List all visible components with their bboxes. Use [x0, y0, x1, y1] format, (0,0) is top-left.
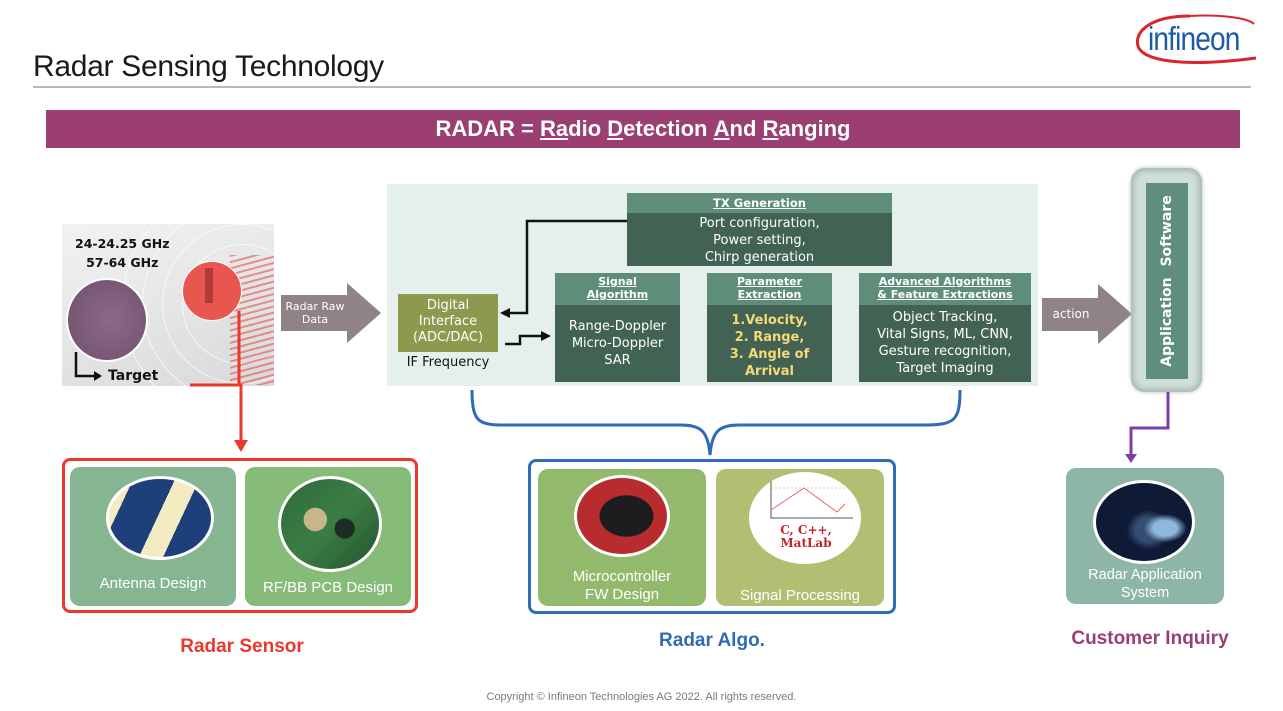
banner-text: dio	[568, 116, 608, 141]
title-divider	[33, 86, 1251, 88]
customer-inquiry-title: Customer Inquiry	[1071, 628, 1229, 649]
banner-prefix: RADAR =	[435, 116, 541, 141]
infineon-logo: infineon	[1130, 10, 1260, 70]
frequency-band: 24-24.25 GHz	[75, 236, 170, 251]
banner-underlined: D	[607, 116, 624, 141]
gesture-hand-image	[1093, 480, 1195, 564]
frequency-band: 57-64 GHz	[86, 255, 159, 270]
parameter-extraction-body: 1.Velocity, 2. Range, 3. Angle of Arriva…	[729, 313, 810, 379]
banner-text: nd	[729, 116, 763, 141]
arrow-head-icon	[234, 440, 248, 452]
tx-generation-body: Port configuration, Power setting, Chirp…	[699, 216, 820, 265]
signal-algorithm-box: Signal Algorithm Range-Doppler Micro-Dop…	[555, 273, 680, 382]
tx-generation-box: TX Generation Port configuration, Power …	[627, 193, 892, 266]
antenna-board-image	[106, 476, 214, 560]
application-software-box: Application Software	[1146, 183, 1188, 379]
if-frequency-label: IF Frequency	[406, 355, 490, 370]
frequency-bands: 24-24.25 GHz 57-64 GHz	[75, 234, 169, 272]
target-label: Target	[108, 368, 159, 384]
page-title: Radar Sensing Technology	[33, 50, 384, 83]
sensor-chip-icon	[205, 268, 213, 303]
advanced-algorithms-box: Advanced Algorithms & Feature Extraction…	[859, 273, 1031, 382]
banner-text: etection	[623, 116, 714, 141]
arrow-head-icon	[347, 283, 381, 343]
logo-swoosh-icon	[1135, 14, 1257, 64]
advanced-algorithms-body: Object Tracking, Vital Signs, ML, CNN, G…	[877, 310, 1013, 376]
card-label: RF/BB PCB Design	[262, 579, 394, 596]
card-label: Microcontroller FW Design	[572, 568, 672, 603]
arrow-label: action	[1042, 298, 1100, 331]
signal-processing-card: C, C++, MatLab Signal Processing	[716, 469, 884, 606]
signal-algorithm-header: Signal Algorithm	[555, 273, 680, 305]
banner-underlined: Ra	[540, 116, 569, 141]
customer-connector	[1129, 392, 1170, 455]
hand-target-circle	[66, 278, 148, 362]
antenna-design-card: Antenna Design	[70, 467, 236, 606]
arrow-head-icon	[1098, 284, 1132, 344]
signal-processing-image: C, C++, MatLab	[749, 472, 861, 564]
card-label: Antenna Design	[99, 575, 207, 592]
radar-algo-group	[528, 459, 896, 614]
arrow-head-icon	[1125, 454, 1137, 463]
target-arrow-icon	[74, 352, 102, 381]
logo-text: infineon	[1148, 20, 1240, 57]
programming-languages: C, C++, MatLab	[780, 523, 832, 550]
digital-interface-box: Digital Interface (ADC/DAC)	[398, 294, 498, 352]
radar-sensor-title: Radar Sensor	[180, 636, 304, 657]
banner-text: anging	[778, 116, 851, 141]
banner-underlined: A	[713, 116, 730, 141]
application-software-label: Application Software	[1159, 195, 1175, 367]
chirp-plot-icon	[770, 480, 853, 519]
card-label: Signal Processing	[739, 587, 861, 604]
copyright-footer: Copyright © Infineon Technologies AG 202…	[486, 691, 797, 703]
microcontroller-fw-card: Microcontroller FW Design	[538, 469, 706, 606]
algo-brace	[470, 389, 962, 456]
tx-generation-header: TX Generation	[627, 193, 892, 213]
radar-application-system-card: Radar Application System	[1066, 468, 1224, 604]
parameter-extraction-header: Parameter Extraction	[707, 273, 832, 305]
radar-algo-title: Radar Algo.	[659, 630, 765, 651]
signal-algorithm-body: Range-Doppler Micro-Doppler SAR	[568, 319, 667, 368]
parameter-extraction-box: Parameter Extraction 1.Velocity, 2. Rang…	[707, 273, 832, 382]
card-label: Radar Application System	[1088, 567, 1202, 601]
radar-sensor-group	[62, 458, 418, 613]
banner-underlined: R	[762, 116, 779, 141]
advanced-algorithms-header: Advanced Algorithms & Feature Extraction…	[859, 273, 1031, 305]
microcontroller-image	[574, 475, 670, 557]
pcb-image	[278, 476, 382, 572]
rf-bb-pcb-design-card: RF/BB PCB Design	[245, 467, 411, 606]
